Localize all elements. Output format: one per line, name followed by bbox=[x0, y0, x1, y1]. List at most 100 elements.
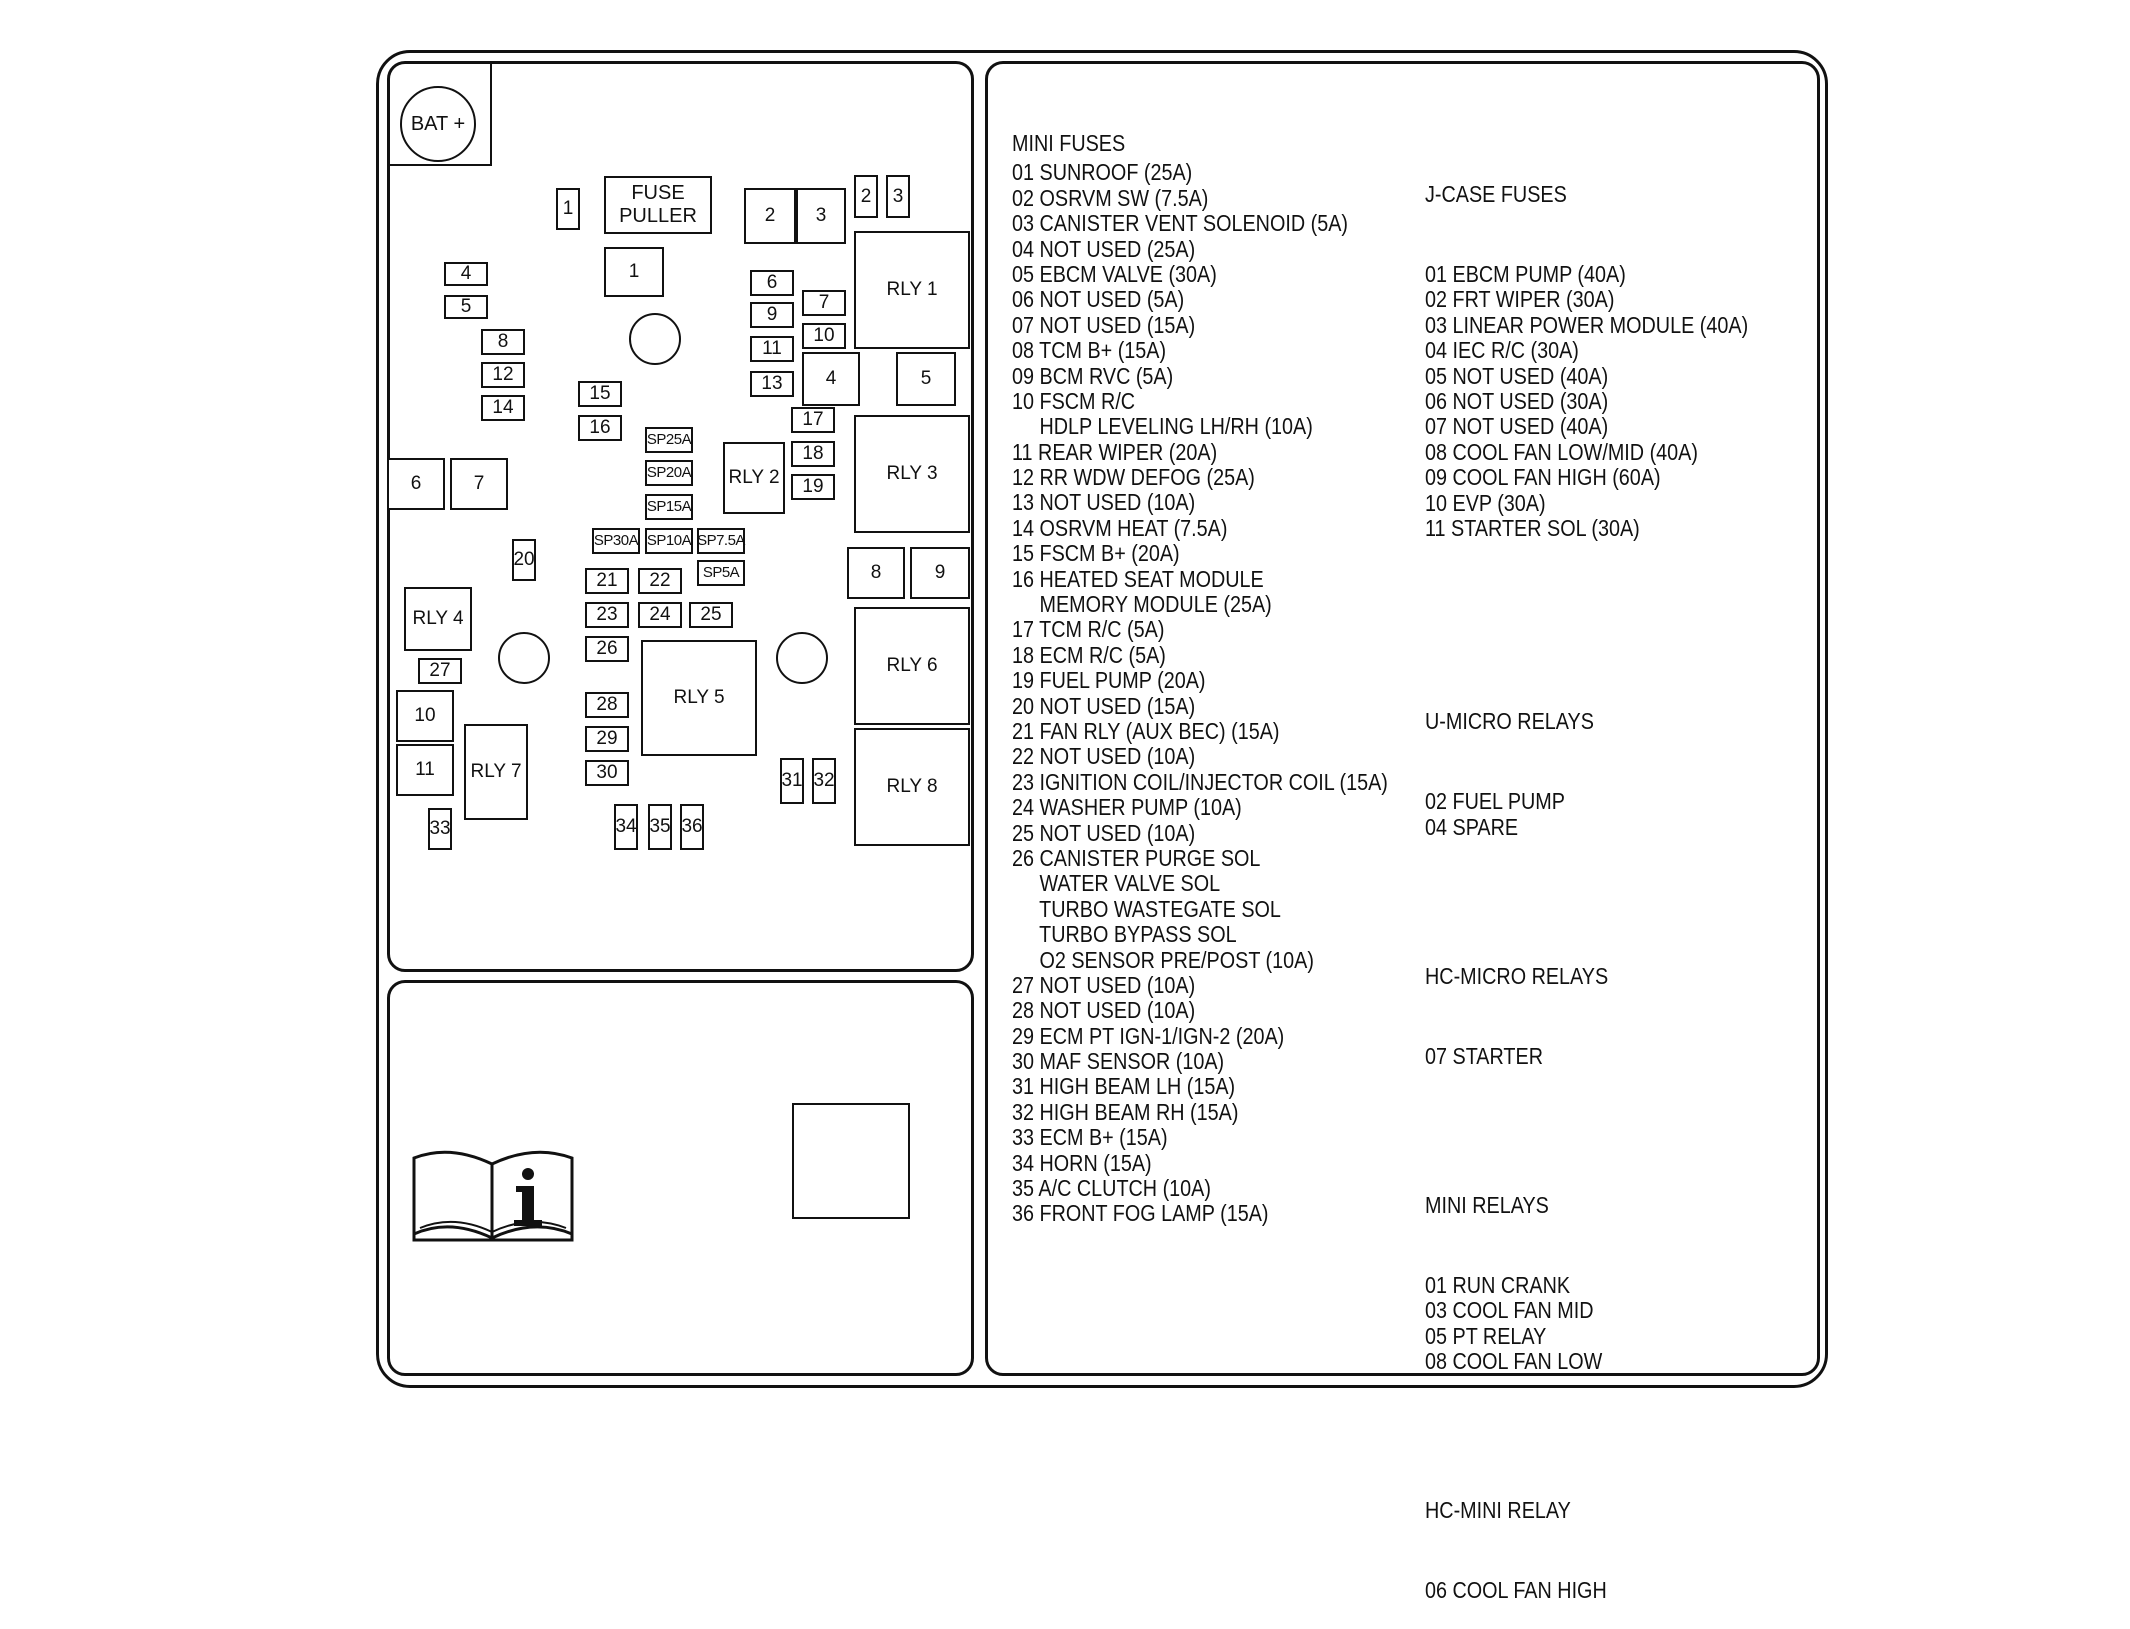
component-jc6: 6 bbox=[387, 458, 445, 510]
component-label: 3 bbox=[892, 185, 904, 207]
component-label: SP5A bbox=[702, 564, 740, 582]
component-label: 14 bbox=[492, 397, 514, 419]
component-f25: 25 bbox=[689, 602, 733, 628]
component-label: 5 bbox=[460, 296, 472, 318]
component-f16: 16 bbox=[578, 415, 622, 441]
component-label: 4 bbox=[460, 263, 472, 285]
legend-entry: 07 NOT USED (40A) bbox=[1425, 413, 1609, 440]
component-label: 6 bbox=[766, 272, 778, 294]
legend-entry: 04 SPARE bbox=[1425, 813, 1519, 840]
component-f34: 34 bbox=[614, 804, 638, 850]
component-label: 2 bbox=[860, 185, 872, 207]
component-f20: 20 bbox=[512, 539, 536, 581]
legend-entry: 10 EVP (30A) bbox=[1425, 489, 1546, 516]
legend-entry: 02 FUEL PUMP bbox=[1425, 788, 1565, 815]
component-f2s: 2 bbox=[854, 175, 878, 218]
component-label: 26 bbox=[596, 638, 618, 660]
component-f30: 30 bbox=[585, 760, 629, 786]
legend-entry: 02 FRT WIPER (30A) bbox=[1425, 286, 1615, 313]
jcase-items: 01 EBCM PUMP (40A)02 FRT WIPER (30A)03 L… bbox=[1425, 261, 1748, 541]
component-label: 20 bbox=[513, 549, 535, 571]
component-label: 5 bbox=[920, 368, 932, 390]
component-sp20: SP20A bbox=[645, 460, 693, 486]
legend-entry: 25 NOT USED (10A) bbox=[1012, 819, 1196, 846]
legend-entry: TURBO WASTEGATE SOL bbox=[1012, 895, 1281, 922]
component-f8: 8 bbox=[481, 329, 525, 355]
component-label: SP15A bbox=[646, 498, 692, 516]
component-f35: 35 bbox=[648, 804, 672, 850]
component-rly6: RLY 6 bbox=[854, 607, 970, 725]
legend-entry: 01 EBCM PUMP (40A) bbox=[1425, 261, 1626, 288]
mini-relays-heading: MINI RELAYS bbox=[1425, 1191, 1549, 1218]
legend-entry: 23 IGNITION COIL/INJECTOR COIL (15A) bbox=[1012, 768, 1388, 795]
component-f11: 11 bbox=[750, 336, 794, 362]
component-f33: 33 bbox=[428, 808, 452, 850]
legend-entry: 11 STARTER SOL (30A) bbox=[1425, 514, 1640, 541]
legend-entry: 30 MAF SENSOR (10A) bbox=[1012, 1048, 1225, 1075]
legend-entry: 20 NOT USED (15A) bbox=[1012, 692, 1196, 719]
component-label: 11 bbox=[415, 759, 435, 781]
component-f2: 2 bbox=[744, 188, 796, 244]
component-label: 18 bbox=[802, 443, 824, 465]
legend-entry: 36 FRONT FOG LAMP (15A) bbox=[1012, 1200, 1269, 1227]
legend-entry: 08 COOL FAN LOW bbox=[1425, 1348, 1603, 1375]
component-sp25: SP25A bbox=[645, 427, 693, 453]
component-label: 6 bbox=[410, 473, 422, 495]
component-label: 33 bbox=[429, 818, 451, 840]
component-jc9: 9 bbox=[910, 547, 970, 599]
component-f28: 28 bbox=[585, 692, 629, 718]
component-f23: 23 bbox=[585, 602, 629, 628]
legend-entry: 16 HEATED SEAT MODULE bbox=[1012, 565, 1264, 592]
fuse-puller-label: FUSE PULLER bbox=[619, 182, 697, 227]
hcmini-items: 06 COOL FAN HIGH bbox=[1425, 1577, 1748, 1603]
relays-legend: J-CASE FUSES 01 EBCM PUMP (40A)02 FRT WI… bbox=[1425, 131, 1748, 1629]
component-f10: 10 bbox=[802, 323, 846, 349]
legend-entry: 03 CANISTER VENT SOLENOID (5A) bbox=[1012, 210, 1348, 237]
component-label: 11 bbox=[762, 338, 782, 360]
component-f15: 15 bbox=[578, 381, 622, 407]
component-f3: 3 bbox=[796, 188, 846, 244]
component-label: 2 bbox=[764, 205, 776, 227]
component-jc10: 10 bbox=[396, 690, 454, 742]
component-jc5: 5 bbox=[896, 352, 956, 406]
hcmini-heading: HC-MINI RELAY bbox=[1425, 1497, 1571, 1524]
owner-manual-info-icon bbox=[412, 1150, 574, 1242]
component-label: 15 bbox=[589, 383, 611, 405]
component-jc8: 8 bbox=[847, 547, 905, 599]
legend-entry: TURBO BYPASS SOL bbox=[1012, 921, 1237, 948]
battery-terminal-label: BAT + bbox=[410, 112, 466, 135]
component-label: RLY 7 bbox=[470, 761, 522, 783]
mounting-hole bbox=[776, 632, 828, 684]
legend-entry: 31 HIGH BEAM LH (15A) bbox=[1012, 1073, 1236, 1100]
umicro-heading: U-MICRO RELAYS bbox=[1425, 707, 1594, 734]
component-rly5: RLY 5 bbox=[641, 640, 757, 756]
component-label: 30 bbox=[596, 762, 618, 784]
component-f24: 24 bbox=[638, 602, 682, 628]
component-sp10: SP10A bbox=[645, 528, 693, 554]
component-label: 16 bbox=[589, 417, 611, 439]
legend-entry: 04 NOT USED (25A) bbox=[1012, 235, 1196, 262]
legend-entry: 03 COOL FAN MID bbox=[1425, 1297, 1594, 1324]
legend-entry: 22 NOT USED (10A) bbox=[1012, 743, 1196, 770]
hcmicro-items: 07 STARTER bbox=[1425, 1043, 1748, 1069]
component-rly2: RLY 2 bbox=[723, 442, 785, 514]
legend-entry: 09 BCM RVC (5A) bbox=[1012, 362, 1174, 389]
legend-entry: 33 ECM B+ (15A) bbox=[1012, 1124, 1168, 1151]
component-label: 36 bbox=[681, 816, 703, 838]
jcase-heading: J-CASE FUSES bbox=[1425, 180, 1567, 207]
legend-entry: 06 NOT USED (30A) bbox=[1425, 387, 1609, 414]
component-jc4: 4 bbox=[802, 352, 860, 406]
component-label: RLY 3 bbox=[886, 463, 938, 485]
legend-entry: 34 HORN (15A) bbox=[1012, 1149, 1152, 1176]
component-sp5: SP5A bbox=[697, 560, 745, 586]
legend-entry: 11 REAR WIPER (20A) bbox=[1012, 438, 1218, 465]
component-f21: 21 bbox=[585, 568, 629, 594]
component-label: 32 bbox=[813, 770, 835, 792]
component-label: 10 bbox=[414, 705, 436, 727]
component-rly7: RLY 7 bbox=[464, 724, 528, 820]
legend-entry: 28 NOT USED (10A) bbox=[1012, 997, 1196, 1024]
component-label: RLY 8 bbox=[886, 776, 938, 798]
legend-heading: MINI FUSES bbox=[1012, 130, 1126, 156]
